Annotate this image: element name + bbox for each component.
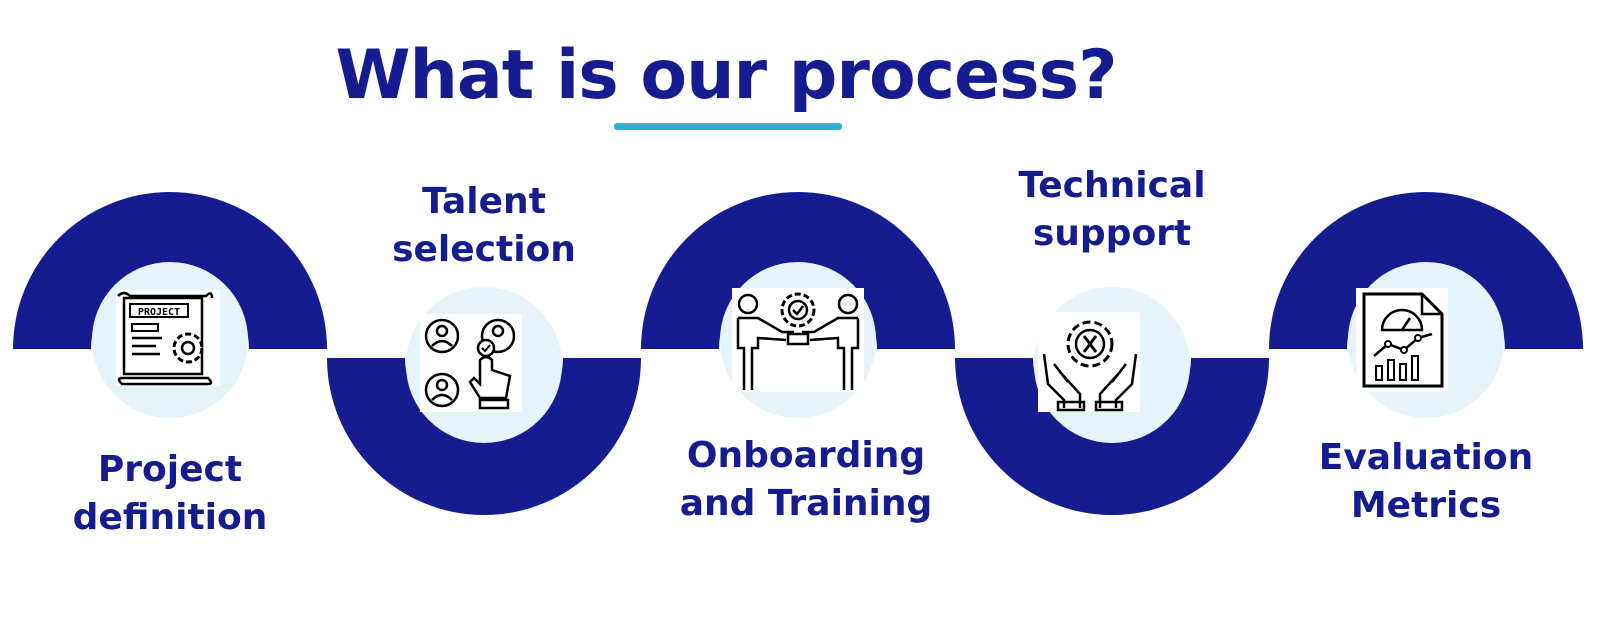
- page-title: What is our process?: [335, 36, 1117, 115]
- step-label-line: Evaluation: [1318, 437, 1534, 478]
- step-label-onboarding-training: Onboarding and Training: [668, 432, 944, 528]
- step-label-line: definition: [72, 497, 268, 538]
- step-label-line: and Training: [679, 483, 933, 524]
- step-label-line: Technical: [1018, 165, 1206, 206]
- step-label-technical-support: Technical support: [982, 162, 1242, 258]
- talent-selection-people-hand-icon: [420, 314, 522, 412]
- wave-trough-2: [327, 358, 641, 515]
- wave-arch-3: [641, 192, 955, 349]
- project-document-gear-icon: PROJECT: [116, 290, 220, 386]
- step-label-line: Onboarding: [686, 435, 926, 476]
- step-label-line: selection: [392, 229, 576, 270]
- hands-gear-wrench-icon: [1038, 312, 1140, 412]
- step-label-project-definition: Project definition: [40, 446, 300, 542]
- title-underline: [614, 123, 842, 130]
- step-label-line: Metrics: [1350, 485, 1502, 526]
- step-label-line: support: [1032, 213, 1192, 254]
- wave-trough-4: [955, 358, 1269, 515]
- step-label-talent-selection: Talent selection: [354, 178, 614, 274]
- onboarding-handshake-gear-icon: [732, 288, 864, 392]
- step-label-evaluation-metrics: Evaluation Metrics: [1296, 434, 1556, 530]
- step-label-line: Project: [97, 449, 243, 490]
- wave-arch-1: [13, 192, 327, 349]
- step-label-line: Talent: [422, 181, 546, 222]
- wave-arch-5: [1269, 192, 1583, 349]
- report-gauge-chart-icon: [1356, 288, 1448, 392]
- svg-text:PROJECT: PROJECT: [138, 307, 180, 318]
